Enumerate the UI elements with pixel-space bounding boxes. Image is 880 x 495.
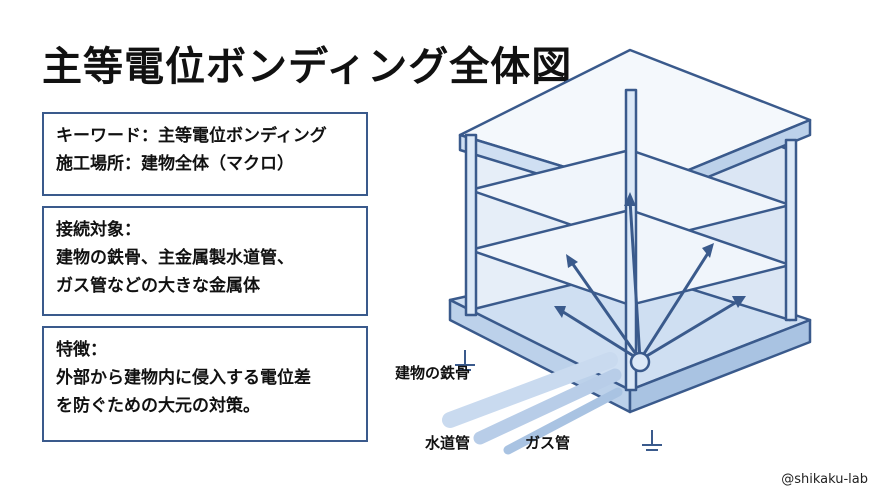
target-box: 接続対象： 建物の鉄骨、主金属製水道管、 ガス管などの大きな金属体 [42,206,368,316]
water-pipe-label: 水道管 [425,434,471,452]
water-pipe [473,368,622,445]
bond-arrow-right [638,249,712,361]
main-bonding-terminal [629,351,651,373]
column-right [784,138,798,322]
bond-arrow-far-left [559,308,641,362]
target-line-1: 建物の鉄骨、主金属製水道管、 [56,248,294,268]
bond-arrow-up [628,199,642,361]
keyword-line: キーワード：主等電位ボンディング [56,126,327,146]
gas-pipe [503,387,623,455]
feature-heading: 特徴： [56,340,107,360]
location-line: 施工場所：建物全体（マクロ） [56,154,294,174]
column-left [464,133,478,317]
target-heading: 接続対象： [56,220,141,240]
steel-pipe [442,352,618,428]
page-title: 主等電位ボンディング全体図 [42,44,573,90]
gas-pipe-label: ガス管 [525,434,571,452]
bond-arrow-left [568,259,642,361]
building-illustration [442,48,812,455]
keyword-box: キーワード：主等電位ボンディング 施工場所：建物全体（マクロ） [42,112,368,196]
feature-box: 特徴： 外部から建物内に侵入する電位差 を防ぐための大元の対策。 [42,326,368,442]
feature-line-2: を防ぐための大元の対策。 [56,396,260,416]
target-line-2: ガス管などの大きな金属体 [56,276,260,296]
watermark: @shikaku-lab [781,472,868,487]
feature-line-1: 外部から建物内に侵入する電位差 [56,368,311,388]
bond-arrow-far-right [639,298,741,362]
steel-label: 建物の鉄骨 [395,364,471,382]
